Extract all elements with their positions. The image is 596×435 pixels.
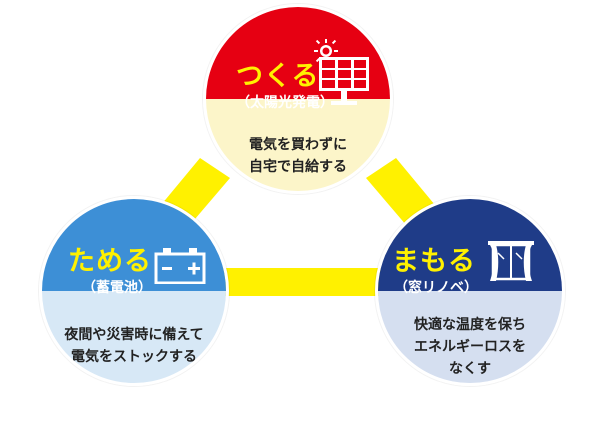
store-description: 夜間や災害時に備えて 電気をストックする <box>42 324 226 368</box>
protect-description: 快適な温度を保ち エネルギーロスを なくす <box>378 314 562 380</box>
make-description-line: 自宅で自給する <box>249 159 347 175</box>
protect-title: まもる <box>392 246 476 277</box>
connector-store-protect <box>210 268 386 296</box>
make-subtitle: （太陽光発電） <box>236 95 334 111</box>
make-description: 電気を買わずに 自宅で自給する <box>206 134 390 178</box>
store-subtitle: （蓄電池） <box>82 280 152 296</box>
store-circle: ためる （蓄電池） 夜間や災害時に備えて 電気をストックする <box>39 196 229 386</box>
protect-description-line: エネルギーロスを <box>414 339 526 355</box>
solar-panel-icon <box>314 39 369 105</box>
protect-description-line: 快適な温度を保ち <box>414 317 526 333</box>
make-circle: つくる （太陽光発電） 電気を買わずに 自宅で自給する <box>203 4 393 194</box>
make-title: つくる <box>236 61 320 92</box>
store-title: ためる <box>68 246 152 277</box>
store-circle-header <box>42 199 226 291</box>
make-description-line: 電気を買わずに <box>249 137 347 153</box>
store-description-line: 夜間や災害時に備えて <box>64 327 204 343</box>
store-description-line: 電気をストックする <box>71 349 197 365</box>
store-circle-body <box>42 291 226 383</box>
window-icon <box>488 241 534 281</box>
protect-description-line: なくす <box>449 361 491 377</box>
protect-circle: まもる （窓リノベ） 快適な温度を保ち エネルギーロスを なくす <box>375 196 565 386</box>
protect-subtitle: （窓リノベ） <box>394 280 478 296</box>
make-circle-body <box>206 99 390 191</box>
protect-circle-body <box>378 291 562 383</box>
battery-icon <box>154 248 206 284</box>
